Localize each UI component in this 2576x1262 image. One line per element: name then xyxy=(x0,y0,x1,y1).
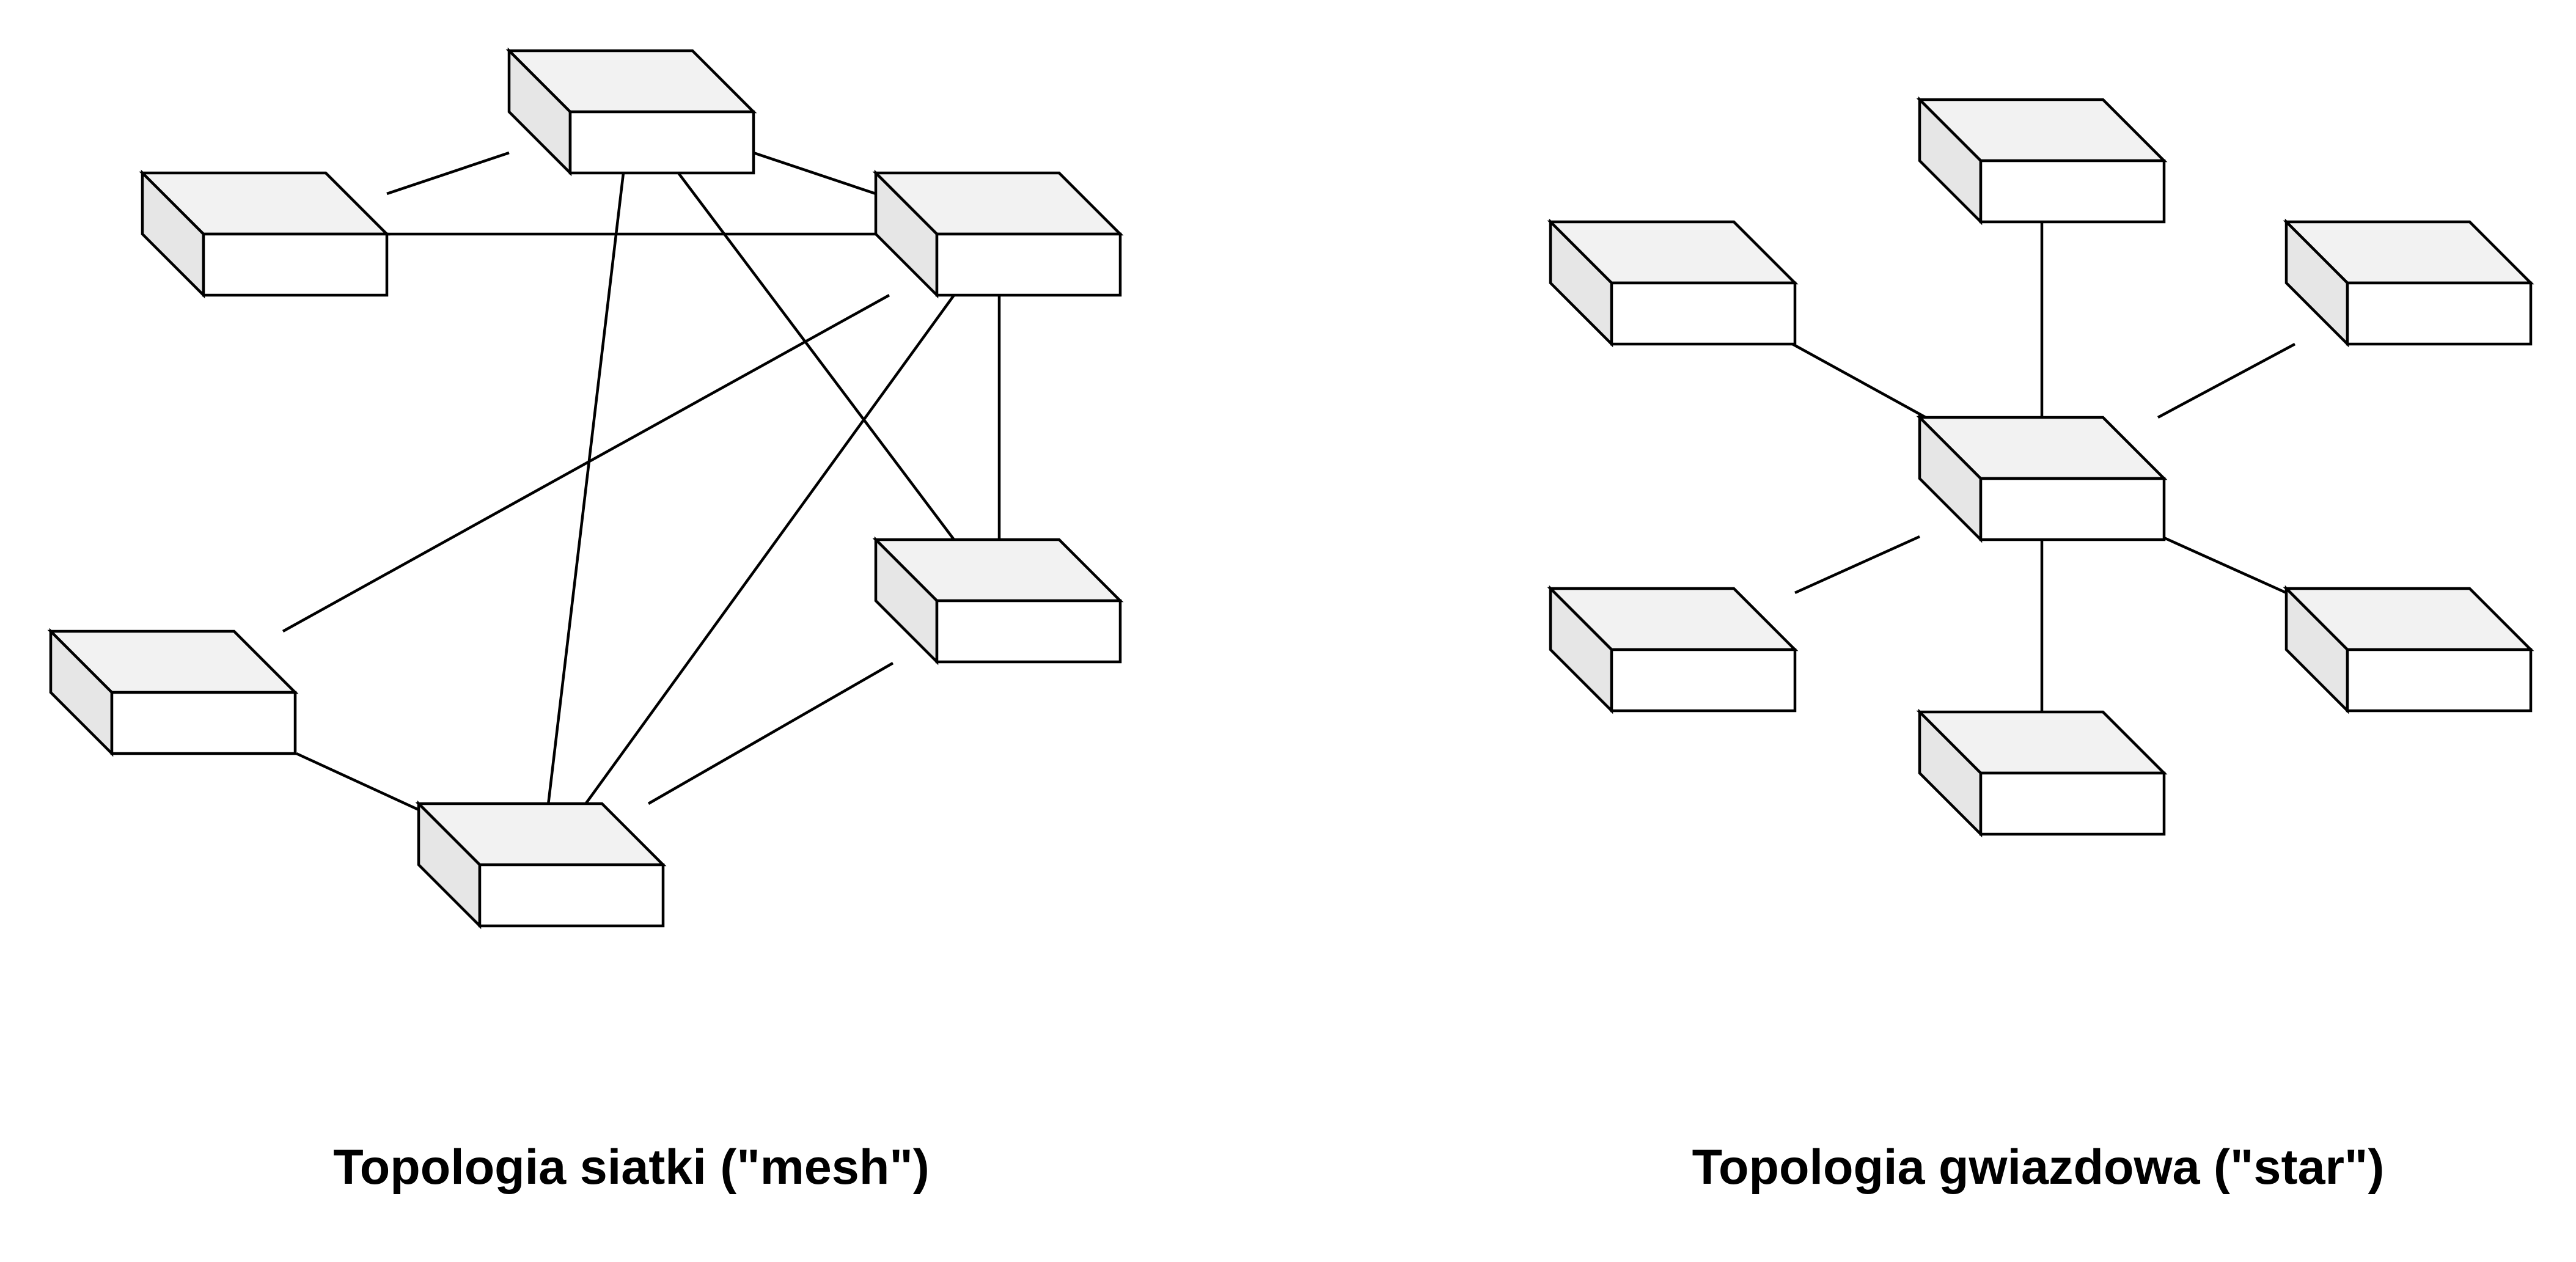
star-link xyxy=(1791,343,1927,419)
network-switch-icon xyxy=(1547,218,1799,348)
mesh-link xyxy=(282,294,890,633)
mesh-link xyxy=(546,172,625,805)
star-nodes xyxy=(1547,96,2534,838)
network-switch-icon xyxy=(2283,218,2534,348)
network-switch-icon xyxy=(872,169,1124,299)
network-switch-icon xyxy=(2283,585,2534,714)
network-switch-icon xyxy=(1547,585,1799,714)
mesh-link xyxy=(677,172,955,541)
mesh-link xyxy=(647,662,894,805)
star-topology-diagram xyxy=(1547,96,2534,838)
star-link xyxy=(1794,535,1920,595)
network-switch-icon xyxy=(505,47,757,177)
mesh-topology-diagram xyxy=(47,47,1124,930)
network-switch-icon xyxy=(415,800,667,930)
network-switch-icon xyxy=(1916,414,2168,543)
star-link xyxy=(2163,536,2287,595)
mesh-links xyxy=(282,151,1001,812)
network-switch-icon xyxy=(872,536,1124,666)
network-switch-icon xyxy=(139,169,391,299)
mesh-topology-caption: Topologia siatki ("mesh") xyxy=(333,1140,929,1195)
mesh-link xyxy=(753,151,876,196)
network-switch-icon xyxy=(47,628,299,757)
mesh-nodes xyxy=(47,47,1124,930)
star-topology-caption: Topologia gwiazdowa ("star") xyxy=(1692,1140,2385,1195)
network-switch-icon xyxy=(1916,96,2168,226)
star-links xyxy=(1791,222,2296,712)
mesh-link xyxy=(296,752,419,812)
star-link xyxy=(2157,343,2296,419)
network-switch-icon xyxy=(1916,708,2168,838)
mesh-link xyxy=(584,294,955,806)
mesh-link xyxy=(386,151,510,196)
